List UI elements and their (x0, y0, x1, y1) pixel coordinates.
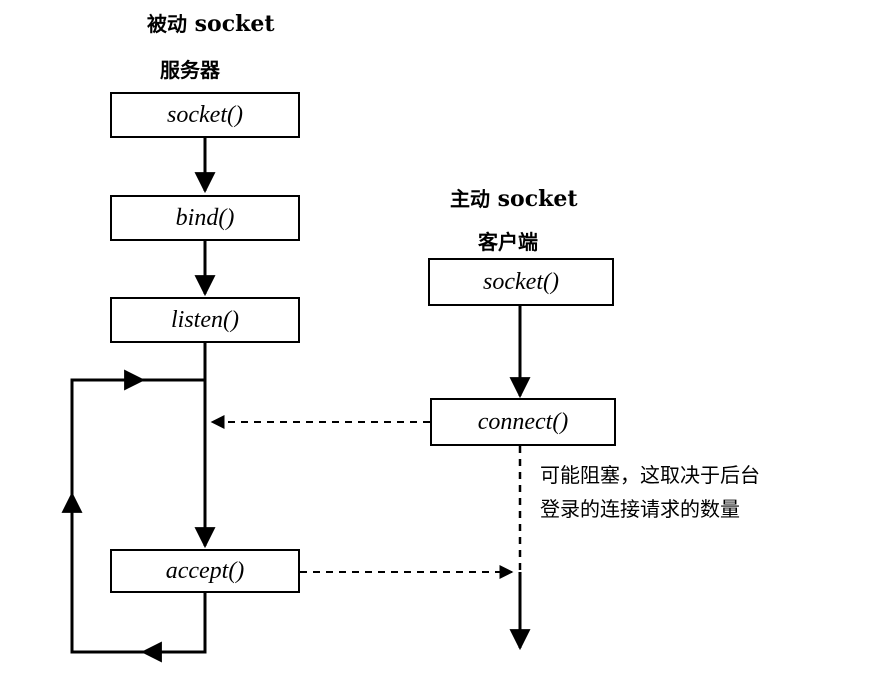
server-heading-prefix: 被动 (147, 12, 187, 36)
client-heading-prefix: 主动 (450, 187, 490, 211)
server-listen-box: listen() (110, 297, 300, 343)
server-socket-label: socket() (167, 101, 243, 128)
server-bind-label: bind() (175, 204, 235, 231)
blocking-note-line1: 可能阻塞，这取决于后台 (540, 463, 760, 487)
server-heading-line1: 被动 socket (147, 8, 275, 37)
client-socket-label: socket() (483, 268, 559, 295)
server-accept-label: accept() (165, 557, 245, 584)
accept-loop-line (70, 378, 207, 654)
client-connect-box: connect() (430, 398, 616, 446)
server-heading-role: 服务器 (160, 58, 220, 82)
client-heading-role: 客户端 (478, 230, 538, 254)
server-heading-word: socket (194, 11, 275, 37)
server-bind-box: bind() (110, 195, 300, 241)
server-socket-box: socket() (110, 92, 300, 138)
blocking-note-line2: 登录的连接请求的数量 (540, 497, 740, 521)
client-heading-word: socket (497, 186, 578, 212)
client-socket-box: socket() (428, 258, 614, 306)
client-heading-line1: 主动 socket (450, 183, 578, 212)
client-heading-line2: 客户端 (478, 226, 538, 255)
server-listen-label: listen() (171, 306, 239, 333)
client-connect-label: connect() (477, 408, 569, 435)
blocking-note: 可能阻塞，这取决于后台 登录的连接请求的数量 (540, 458, 760, 526)
server-accept-box: accept() (110, 549, 300, 593)
server-heading-line2: 服务器 (160, 54, 220, 83)
